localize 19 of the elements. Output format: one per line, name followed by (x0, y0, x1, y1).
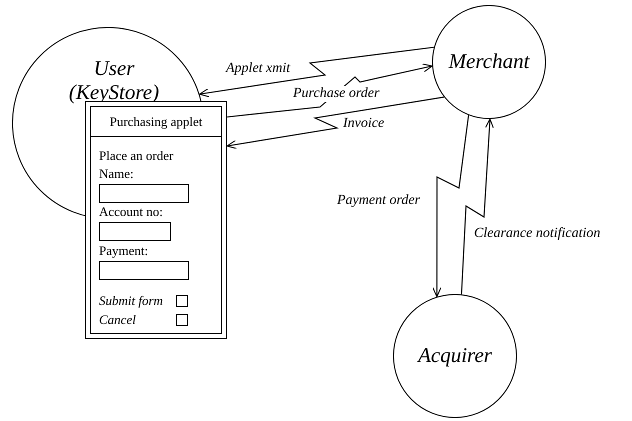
edge-label: Applet xmit (225, 61, 292, 77)
edge-label: Purchase order (292, 86, 380, 102)
lightning-arrow (199, 46, 434, 98)
form-label: Account no: (99, 204, 163, 220)
lightning-arrow (432, 115, 470, 298)
checkbox-label: Cancel (99, 312, 136, 328)
window-title: Purchasing applet (108, 114, 204, 130)
lightning-arrow (460, 118, 494, 294)
form-label: Place an order (99, 148, 174, 164)
edge-label: Clearance notification (473, 226, 602, 242)
node-label: Acquirer (416, 343, 493, 368)
edge-label: Payment order (336, 193, 422, 209)
form-label: Payment: (99, 243, 148, 259)
form-label: Name: (99, 166, 134, 182)
node-label: Merchant (448, 49, 531, 74)
lightning-arrow (226, 96, 444, 149)
node-label: User (KeyStore) (68, 56, 160, 104)
lightning-arrow (226, 64, 433, 118)
checkbox-label: Submit form (99, 293, 163, 309)
